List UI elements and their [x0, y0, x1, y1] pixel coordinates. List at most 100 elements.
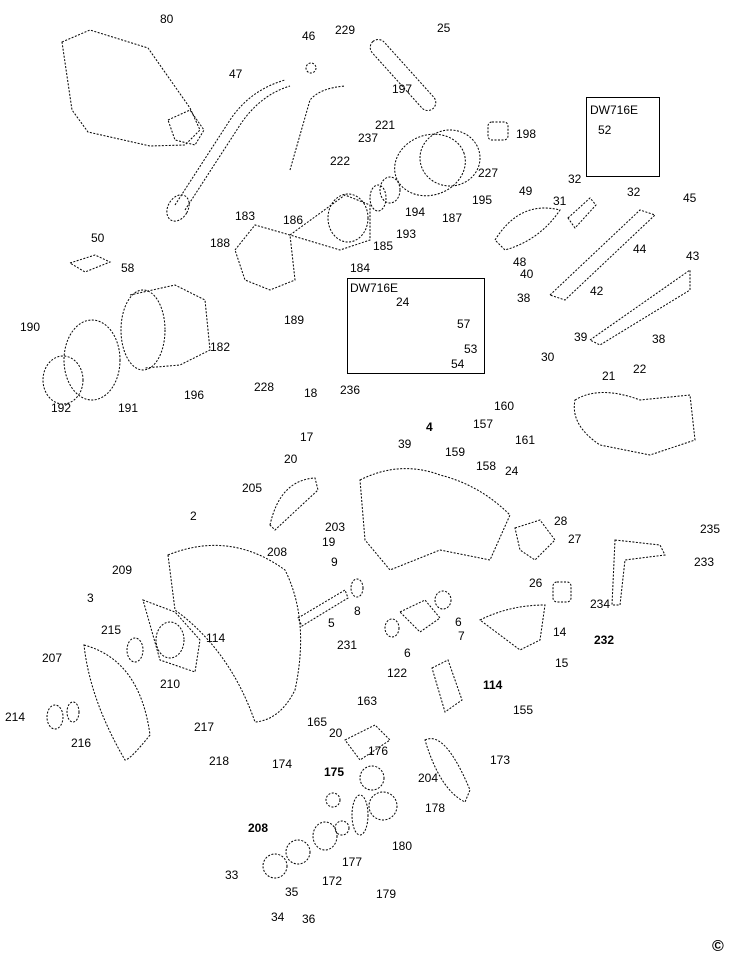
- part-label: 35: [285, 885, 299, 899]
- part-label: 9: [331, 555, 338, 569]
- hose-end: [166, 194, 190, 222]
- part-label: 4: [426, 420, 433, 434]
- part-6a: [434, 590, 452, 610]
- part-label: 216: [71, 736, 92, 750]
- part-label: 43: [686, 249, 700, 263]
- fan-cover: [63, 319, 121, 401]
- part-label: 173: [490, 753, 511, 767]
- guard-21: [573, 392, 696, 456]
- part-label: 179: [376, 887, 397, 901]
- washer-194: [379, 176, 401, 204]
- handle-48: [494, 207, 561, 251]
- housing-195: [419, 129, 481, 187]
- inset-box-dw716e-1: DW716E: [586, 97, 660, 177]
- washer-8: [350, 578, 364, 598]
- field-58: [120, 289, 166, 371]
- part-label: 186: [283, 213, 304, 227]
- part-label: 215: [101, 623, 122, 637]
- lower-guard: [83, 644, 151, 761]
- part-label: 174: [272, 757, 293, 771]
- part-label: 6: [455, 615, 462, 629]
- part-label: 31: [553, 194, 567, 208]
- part-label: 231: [337, 638, 358, 652]
- part-label: 221: [375, 118, 396, 132]
- power-cord: [289, 85, 346, 171]
- washer-193: [369, 184, 387, 212]
- part-label: 42: [590, 284, 604, 298]
- part-label: 20: [284, 452, 298, 466]
- part-label: 33: [225, 868, 239, 882]
- inset-box-title: DW716E: [350, 281, 399, 295]
- part-label: 47: [229, 67, 243, 81]
- part-label: 36: [302, 912, 316, 926]
- part-label: 185: [373, 239, 394, 253]
- part-label: 22: [633, 362, 647, 376]
- part-label: 5: [328, 616, 335, 630]
- washer-215: [126, 637, 144, 663]
- part-label: 8: [354, 604, 361, 618]
- part-label: 50: [91, 231, 105, 245]
- part-label: 172: [322, 874, 343, 888]
- part-label: 114: [206, 631, 226, 645]
- part-34: [262, 853, 288, 879]
- part-label: 229: [335, 23, 356, 37]
- upper-guard: [167, 544, 302, 723]
- part-label: 214: [5, 710, 26, 724]
- part-label: 25: [437, 21, 451, 35]
- part-label: 45: [683, 191, 697, 205]
- part-label: 161: [515, 433, 536, 447]
- part-36: [285, 839, 311, 865]
- housing-187: [394, 133, 466, 197]
- part-label: 188: [210, 236, 231, 250]
- part-label: 15: [555, 656, 569, 670]
- brush-holder: [234, 224, 296, 291]
- part-label: 208: [248, 821, 269, 835]
- part-label: 122: [387, 666, 408, 680]
- part-label: 27: [568, 532, 582, 546]
- bushing-216: [66, 701, 80, 723]
- armature: [288, 194, 371, 251]
- part-label: 187: [442, 211, 463, 225]
- part-label: 236: [340, 383, 361, 397]
- part-label: 182: [210, 340, 231, 354]
- part-label: 2: [190, 509, 197, 523]
- part-label: 14: [553, 625, 567, 639]
- part-label: 38: [517, 291, 531, 305]
- part-label: 208: [267, 545, 288, 559]
- part-label: 197: [392, 82, 413, 96]
- part-label: 158: [476, 459, 497, 473]
- part-label: 52: [598, 123, 612, 137]
- bearing-198: [487, 121, 509, 141]
- part-label: 24: [396, 295, 410, 309]
- gear-176: [359, 765, 385, 791]
- gear-175: [325, 792, 341, 808]
- part-label: 191: [118, 401, 139, 415]
- plate-50: [68, 254, 112, 273]
- motor-163: [344, 724, 391, 761]
- part-label: 176: [368, 744, 389, 758]
- part-26: [514, 519, 556, 561]
- part-label: 39: [398, 437, 412, 451]
- part-label: 234: [590, 597, 611, 611]
- part-label: 54: [451, 357, 465, 371]
- part-label: 26: [529, 576, 543, 590]
- part-label: 184: [350, 261, 371, 275]
- flange-214: [46, 704, 64, 730]
- part-label: 53: [464, 342, 478, 356]
- dust-bag-spout: [167, 109, 205, 146]
- part-label: 80: [160, 12, 174, 26]
- plate-205: [269, 477, 319, 531]
- part-label: 218: [209, 754, 230, 768]
- link-179: [351, 794, 369, 836]
- dust-bag: [61, 29, 201, 147]
- part-label: 57: [457, 317, 471, 331]
- part-label: 194: [405, 205, 426, 219]
- part-label: 232: [594, 633, 615, 647]
- part-label: 18: [304, 386, 318, 400]
- inset-box-dw716e-2: DW716E: [347, 278, 485, 374]
- part-7: [399, 599, 441, 633]
- bracket-155: [431, 659, 463, 713]
- part-label: 192: [51, 401, 72, 415]
- part-label: 38: [652, 332, 666, 346]
- part-label: 40: [520, 267, 534, 281]
